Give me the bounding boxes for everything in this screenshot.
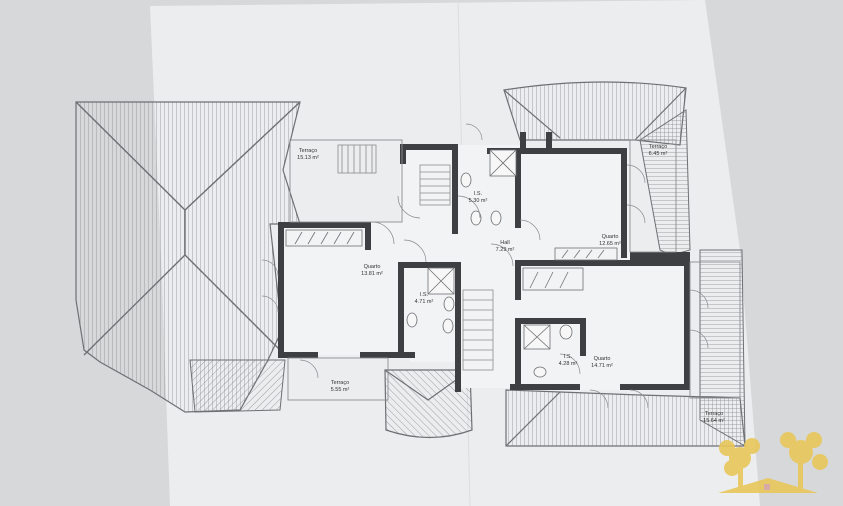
room-area-terraco-nw: 15.13 m² bbox=[297, 155, 319, 161]
room-name-is-se: I.S. bbox=[564, 354, 573, 360]
room-area-quarto-ne: 12.65 m² bbox=[599, 241, 621, 247]
roof-west bbox=[75, 101, 301, 413]
room-area-quarto-se: 14.71 m² bbox=[591, 363, 613, 369]
staircase bbox=[337, 144, 494, 371]
room-area-hall: 7.29 m² bbox=[496, 247, 515, 253]
terrace-outlines bbox=[287, 139, 741, 401]
room-area-terraco-ne: 6.45 m² bbox=[649, 151, 668, 157]
roof-southeast bbox=[505, 249, 746, 447]
room-name-terraco-ne: Terraço bbox=[649, 144, 667, 150]
room-area-is-top: 5.30 m² bbox=[469, 198, 488, 204]
room-name-quarto-ne: Quarto bbox=[602, 234, 619, 240]
bathroom-fixtures bbox=[406, 149, 573, 378]
room-name-hall: Hall bbox=[500, 240, 509, 246]
interior-floor bbox=[280, 145, 690, 390]
room-name-terraco-sw: Terraço bbox=[331, 380, 349, 386]
walls bbox=[278, 132, 690, 392]
room-name-quarto-se: Quarto bbox=[594, 356, 611, 362]
room-area-terraco-sw: 5.55 m² bbox=[331, 387, 350, 393]
roof-northeast bbox=[503, 81, 691, 256]
door-swings bbox=[261, 123, 709, 409]
room-name-terraco-nw: Terraço bbox=[299, 148, 317, 154]
room-name-quarto-w: Quarto bbox=[364, 264, 381, 270]
room-name-is-top: I.S. bbox=[474, 191, 483, 197]
room-name-terraco-se: Terraço bbox=[705, 411, 723, 417]
room-name-is-mid: I.S. bbox=[420, 292, 429, 298]
room-area-is-mid: 4.71 m² bbox=[415, 299, 434, 305]
room-area-is-se: 4.28 m² bbox=[559, 361, 578, 367]
room-area-quarto-w: 13.81 m² bbox=[361, 271, 383, 277]
tree-logo-icon bbox=[718, 432, 828, 493]
wardrobes bbox=[285, 229, 618, 291]
room-area-terraco-se: 15.64 m² bbox=[703, 418, 725, 424]
